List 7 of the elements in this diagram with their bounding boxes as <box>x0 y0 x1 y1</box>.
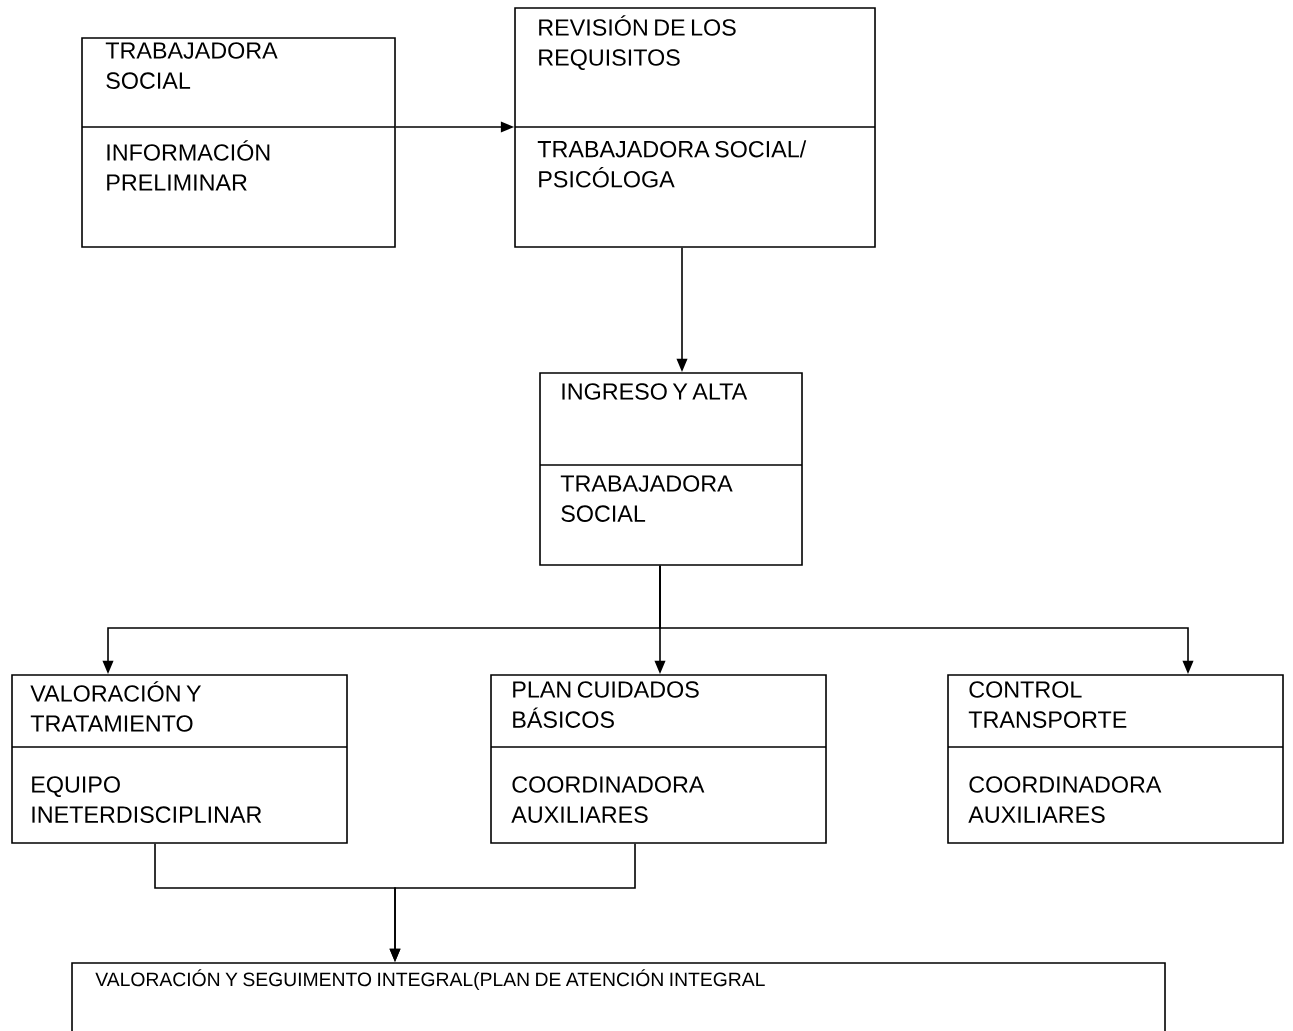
process-box: VALORACIÓN Y TRATAMIENTO EQUIPO INETERDISCIPLINAR <box>11 674 348 844</box>
process-box: VALORACIÓN Y SEGUIMENTO INTEGRAL(PLAN DE ATENCIÓN INTEGRAL <box>71 962 1166 1031</box>
process-box: CONTROL TRANSPORTE COORDINADORA AUXILIARES <box>947 674 1284 844</box>
process-box: PLAN CUIDADOS BÁSICOS COORDINADORA AUXILIARES <box>490 674 827 844</box>
process-box: TRABAJADORA SOCIAL INFORMACIÓN PRELIMINAR <box>81 37 396 248</box>
process-box: REVISIÓN DE LOS REQUISITOS TRABAJADORA SOCIAL/ PSICÓLOGA <box>514 7 876 248</box>
process-box: INGRESO Y ALTA TRABAJADORA SOCIAL <box>539 372 803 566</box>
